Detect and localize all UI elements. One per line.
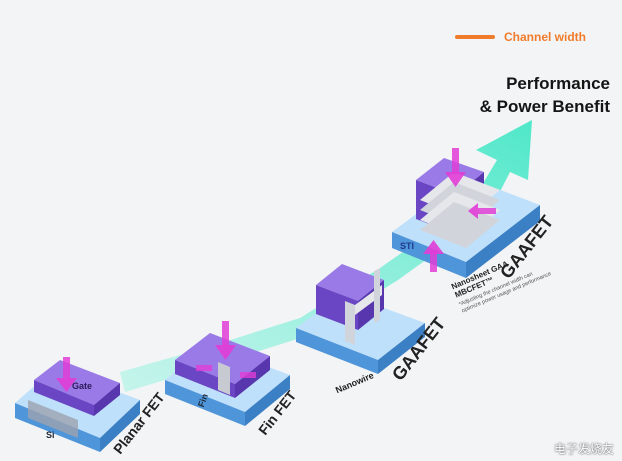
planar-fet-block — [15, 357, 140, 452]
finfet-block — [165, 321, 290, 426]
headline: Performance & Power Benefit — [440, 72, 610, 118]
headline-line-2: & Power Benefit — [479, 97, 610, 116]
sti-label: STI — [400, 241, 415, 251]
legend-swatch — [455, 35, 495, 39]
legend: Channel width — [455, 29, 586, 45]
substrate-label: Si — [46, 430, 55, 440]
nanowire-block — [296, 264, 425, 374]
headline-line-1: Performance — [506, 74, 610, 93]
gate-label: Gate — [72, 381, 93, 391]
nanosheet-block — [392, 148, 540, 278]
watermark: 电子发烧友 — [553, 442, 614, 456]
progress-arrow — [120, 120, 532, 392]
legend-label: Channel width — [504, 30, 586, 44]
